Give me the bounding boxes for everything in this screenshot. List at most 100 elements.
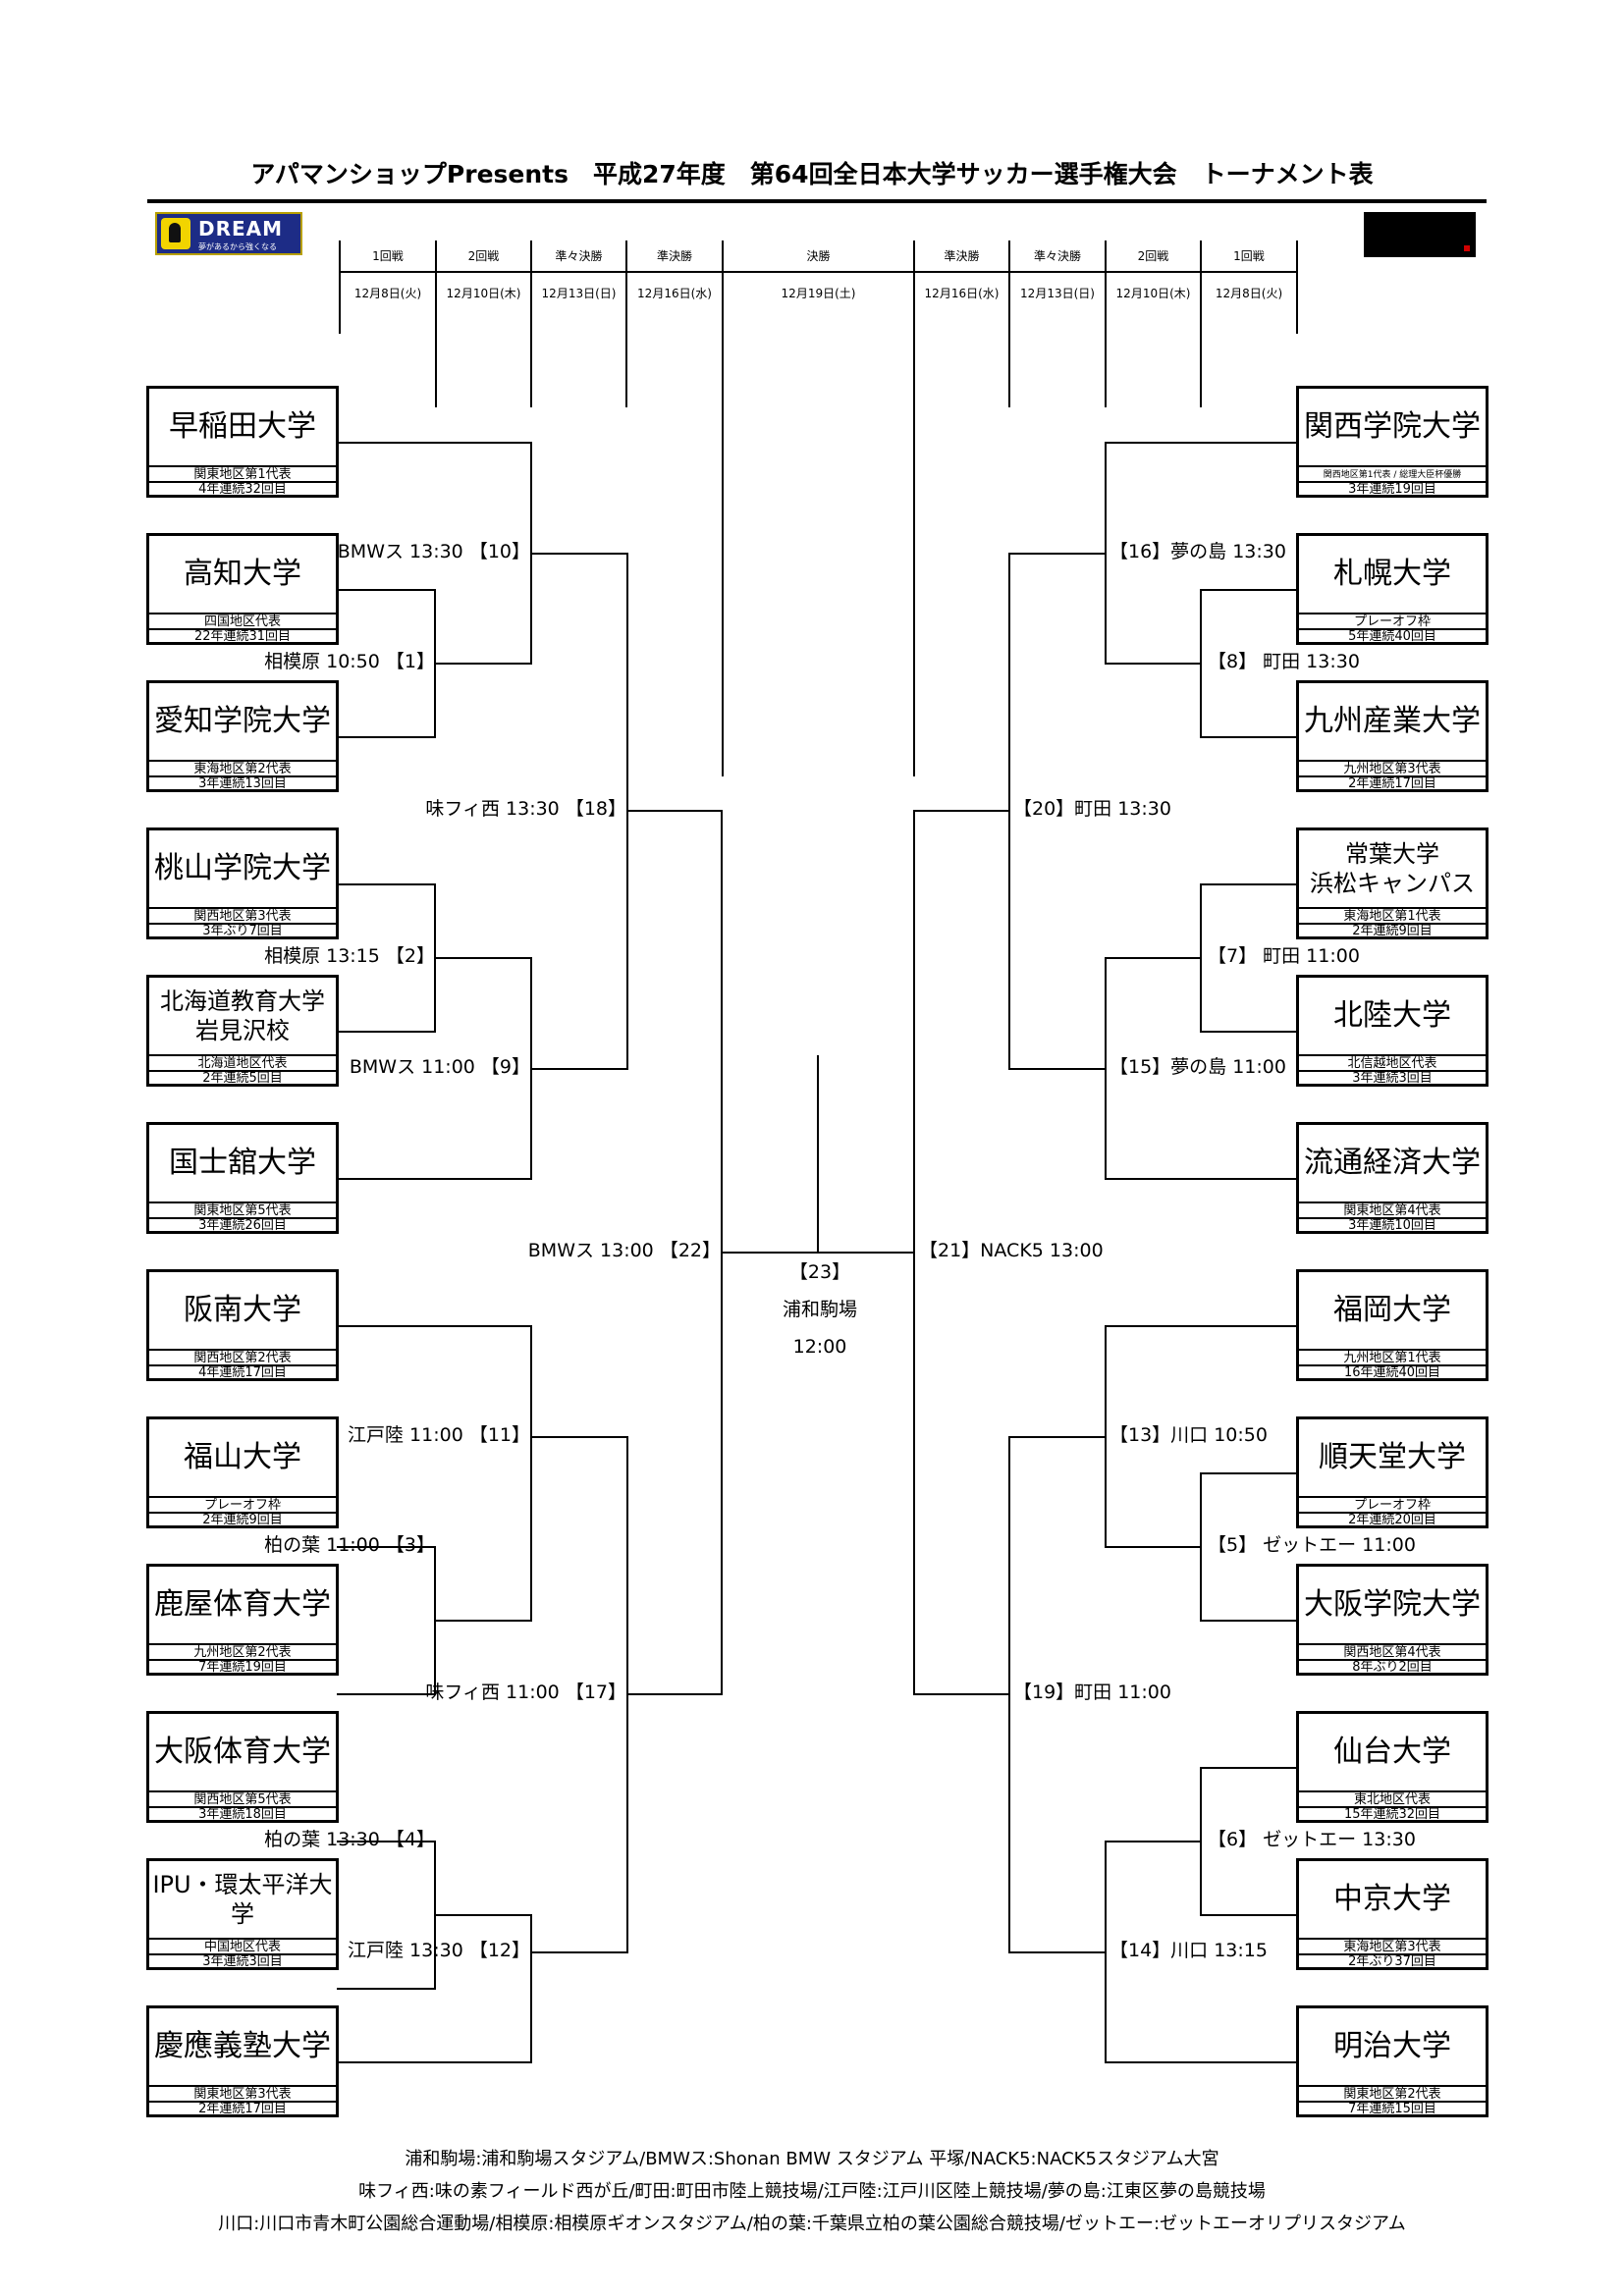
team-name: 九州産業大学 <box>1304 704 1481 738</box>
header-divider <box>435 240 437 407</box>
team-appearances: 4年連続17回目 <box>149 1364 336 1380</box>
team-appearances: 2年連続20回目 <box>1299 1512 1486 1527</box>
match-label-4: 柏の葉 13:30 【4】 <box>264 1829 435 1850</box>
team-name: 桃山学院大学 <box>154 851 331 885</box>
team-name: 愛知学院大学 <box>154 704 331 738</box>
team-qualification: 関東地区第1代表 <box>149 465 336 483</box>
bracket-line <box>530 553 628 555</box>
header-divider <box>1105 240 1107 407</box>
match-label-11: 江戸陸 11:00 【11】 <box>347 1424 530 1446</box>
header-divider <box>530 240 532 407</box>
team-name: 関西学院大学 <box>1304 409 1481 444</box>
team-qualification: 関東地区第5代表 <box>149 1201 336 1219</box>
team-appearances: 2年連続17回目 <box>1299 775 1486 791</box>
round-date: 12月19日(土) <box>781 287 856 300</box>
team-name: 国士舘大学 <box>169 1146 316 1180</box>
team-appearances: 3年連続3回目 <box>149 1953 336 1969</box>
team-appearances: 3年連続10回目 <box>1299 1217 1486 1233</box>
bracket-line <box>337 1988 436 1990</box>
bracket-line <box>626 810 723 812</box>
round-label: 2回戦 <box>467 249 500 263</box>
match-label-20: 【20】町田 13:30 <box>1013 798 1171 820</box>
match-label-8: 【8】 町田 13:30 <box>1208 651 1360 672</box>
team-appearances: 7年連続15回目 <box>1299 2101 1486 2116</box>
team-name: 中京大学 <box>1333 1882 1451 1916</box>
round-label: 準決勝 <box>944 249 980 263</box>
venue-note-2: 味フィ西:味の素フィールド西が丘/町田:町田市陸上競技場/江戸陸:江戸川区陸上競… <box>358 2181 1266 2202</box>
team-appearances: 15年連続32回目 <box>1299 1806 1486 1822</box>
bracket-line <box>913 810 1010 812</box>
match-label-3: 柏の葉 11:00 【3】 <box>264 1534 435 1556</box>
team-name: 仙台大学 <box>1333 1735 1451 1769</box>
team-qualification: 北信越地区代表 <box>1299 1054 1486 1072</box>
team-appearances: 7年連続19回目 <box>149 1659 336 1675</box>
round-label: 決勝 <box>806 249 831 263</box>
team-qualification: 中国地区代表 <box>149 1938 336 1955</box>
bracket-line <box>1105 2061 1297 2063</box>
team-name: 早稲田大学 <box>169 409 316 444</box>
bracket-line <box>530 1436 628 1438</box>
round-label: 2回戦 <box>1137 249 1169 263</box>
bracket-line <box>1105 663 1202 665</box>
header-divider <box>339 240 341 334</box>
team-appearances: 8年ぶり2回目 <box>1299 1659 1486 1675</box>
team-qualification: プレーオフ枠 <box>1299 613 1486 630</box>
eagle-icon <box>161 218 190 249</box>
match-label-5: 【5】 ゼットエー 11:00 <box>1208 1534 1416 1556</box>
match-label-9: BMWス 11:00 【9】 <box>349 1056 530 1078</box>
team-name: 常葉大学 浜松キャンパス <box>1310 840 1475 897</box>
bracket-line <box>1200 736 1297 738</box>
team-appearances: 16年連続40回目 <box>1299 1364 1486 1380</box>
dream-logo-word: DREAM <box>198 217 284 240</box>
team-appearances: 3年連続18回目 <box>149 1806 336 1822</box>
match-label-2: 相模原 13:15 【2】 <box>264 945 435 967</box>
header-divider <box>722 240 724 776</box>
bracket-line <box>1008 1951 1107 1953</box>
bracket-line <box>1008 553 1107 555</box>
header-divider <box>625 240 627 407</box>
match-label-21: 【21】NACK5 13:00 <box>919 1240 1104 1261</box>
match-label-7: 【7】 町田 11:00 <box>1208 945 1360 967</box>
match-label-16: 【16】夢の島 13:30 <box>1110 541 1286 562</box>
bracket-line <box>1200 1620 1297 1622</box>
bracket-line <box>337 1031 436 1033</box>
final-stem <box>817 1055 819 1254</box>
bracket-line <box>337 1178 532 1180</box>
match-label-17: 味フィ西 11:00 【17】 <box>425 1682 626 1703</box>
team-qualification: 東海地区第1代表 <box>1299 907 1486 925</box>
bracket-line <box>1200 589 1297 591</box>
team-appearances: 2年連続9回目 <box>1299 923 1486 938</box>
bracket-line <box>434 957 532 959</box>
round-date: 12月8日(火) <box>1215 287 1283 300</box>
team-qualification: 関東地区第4代表 <box>1299 1201 1486 1219</box>
match-label-1: 相模原 10:50 【1】 <box>264 651 435 672</box>
round-date: 12月16日(水) <box>924 287 1000 300</box>
bracket-line <box>434 1620 532 1622</box>
team-qualification: プレーオフ枠 <box>1299 1496 1486 1514</box>
title-rule <box>147 199 1487 203</box>
match-label-10: BMWス 13:30 【10】 <box>337 541 530 562</box>
round-label: 1回戦 <box>372 249 404 263</box>
bracket-line <box>337 2061 532 2063</box>
team-name: 流通経済大学 <box>1304 1146 1481 1180</box>
match-label-22: BMWス 13:00 【22】 <box>527 1240 721 1261</box>
round-date: 12月8日(火) <box>353 287 422 300</box>
team-name: 大阪体育大学 <box>154 1735 331 1769</box>
sponsor-logo <box>1364 212 1476 257</box>
bracket-line <box>1105 442 1297 444</box>
team-qualification: 九州地区第2代表 <box>149 1643 336 1661</box>
bracket-line <box>1200 1472 1297 1474</box>
bracket-line <box>721 1252 819 1254</box>
bracket-line <box>337 589 436 591</box>
team-name: 福山大学 <box>184 1440 301 1474</box>
